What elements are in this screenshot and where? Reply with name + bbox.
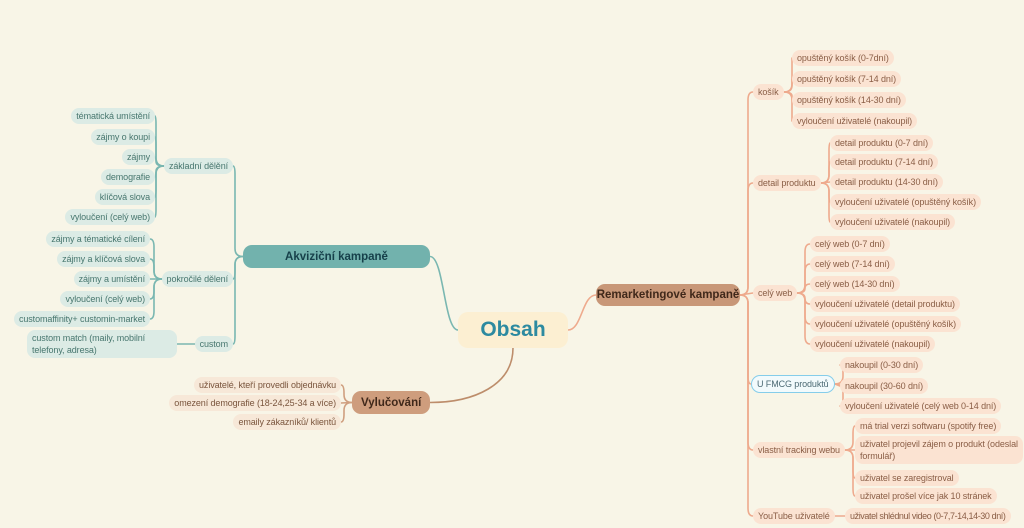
- node-tematicka-umisteni[interactable]: tématická umístění: [71, 108, 155, 124]
- node-customaffinity[interactable]: customaffinity+ customin-market: [13, 311, 150, 327]
- node-zajmy-a-klicova-slova[interactable]: zájmy a klíčová slova: [57, 251, 150, 267]
- node-obsah[interactable]: Obsah: [458, 312, 568, 348]
- node-custom[interactable]: custom: [194, 336, 233, 352]
- node-kosik-1[interactable]: opuštěný košík (0-7dní): [792, 50, 894, 66]
- node-kosik-3[interactable]: opuštěný košík (14-30 dní): [792, 92, 906, 108]
- node-detail-2[interactable]: detail produktu (7-14 dní): [830, 154, 938, 170]
- node-fmcg-2[interactable]: nakoupil (30-60 dní): [840, 378, 929, 394]
- node-detail-5[interactable]: vyloučení uživatelé (nakoupil): [830, 214, 956, 230]
- node-vylucovani[interactable]: Vylučování: [352, 391, 431, 414]
- node-zajmy-a-umisteni[interactable]: zájmy a umístění: [73, 271, 150, 287]
- node-remarketingove-kampane[interactable]: Remarketingové kampaně: [596, 284, 740, 306]
- node-web-2[interactable]: celý web (7-14 dní): [810, 256, 895, 272]
- node-cely-web[interactable]: celý web: [753, 285, 798, 301]
- node-web-4[interactable]: vyloučení uživatelé (detail produktu): [810, 296, 960, 312]
- node-track-2[interactable]: uživatel projevil zájem o produkt (odesl…: [855, 436, 1023, 464]
- node-fmcg-1[interactable]: nakoupil (0-30 dní): [840, 357, 924, 373]
- node-kosik-2[interactable]: opuštěný košík (7-14 dní): [792, 71, 902, 87]
- node-kosik-4[interactable]: vyloučení uživatelé (nakoupil): [792, 113, 918, 129]
- node-omezeni-demografie[interactable]: omezení demografie (18-24,25-34 a více): [169, 395, 341, 411]
- node-zajmy-o-koupi[interactable]: zájmy o koupi: [91, 129, 155, 145]
- node-detail-produktu[interactable]: detail produktu: [753, 175, 821, 191]
- node-zakladni-deleni[interactable]: základní dělění: [163, 158, 233, 174]
- node-detail-1[interactable]: detail produktu (0-7 dní): [830, 135, 934, 151]
- node-fmcg-3[interactable]: vyloučení uživatelé (celý web 0-14 dní): [840, 398, 1002, 414]
- node-youtube-1[interactable]: uživatel shlédnul video (0-7,7-14,14-30 …: [845, 508, 1011, 524]
- node-vylouceni-cely-web-1[interactable]: vyloučení (celý web): [65, 209, 155, 225]
- node-emaily-zakazniku[interactable]: emaily zákazníků/ klientů: [233, 414, 341, 430]
- node-detail-4[interactable]: vyloučení uživatelé (opuštěný košík): [830, 194, 981, 210]
- node-web-5[interactable]: vyloučení uživatelé (opuštěný košík): [810, 316, 961, 332]
- node-custom-match[interactable]: custom match (maily, mobilní telefony, a…: [27, 330, 177, 358]
- node-track-1[interactable]: má trial verzi softwaru (spotify free): [855, 418, 1002, 434]
- node-kosik[interactable]: košík: [753, 84, 784, 100]
- node-zajmy-a-tematicke-cileni[interactable]: zájmy a tématické cílení: [46, 231, 150, 247]
- node-youtube-uzivatele[interactable]: YouTube uživatelé: [753, 508, 835, 524]
- node-detail-3[interactable]: detail produktu (14-30 dní): [830, 174, 943, 190]
- node-uzivatele-objednavka[interactable]: uživatelé, kteří provedli objednávku: [194, 377, 341, 393]
- node-track-3[interactable]: uživatel se zaregistroval: [855, 470, 959, 486]
- node-web-1[interactable]: celý web (0-7 dní): [810, 236, 890, 252]
- node-web-3[interactable]: celý web (14-30 dní): [810, 276, 900, 292]
- node-zajmy[interactable]: zájmy: [121, 149, 155, 165]
- node-u-fmcg-produktu[interactable]: U FMCG produktů: [751, 375, 835, 393]
- node-vylouceni-cely-web-2[interactable]: vyloučení (celý web): [60, 291, 150, 307]
- node-klicova-slova[interactable]: klíčová slova: [94, 189, 155, 205]
- node-web-6[interactable]: vyloučení uživatelé (nakoupil): [810, 336, 936, 352]
- node-pokrocile-deleni[interactable]: pokročilé dělení: [161, 271, 233, 287]
- node-track-4[interactable]: uživatel prošel více jak 10 stránek: [855, 488, 997, 504]
- node-demografie[interactable]: demografie: [100, 169, 155, 185]
- node-vlastni-tracking-webu[interactable]: vlastní tracking webu: [753, 442, 845, 458]
- node-akvizicni-kampane[interactable]: Akviziční kampaně: [243, 245, 430, 268]
